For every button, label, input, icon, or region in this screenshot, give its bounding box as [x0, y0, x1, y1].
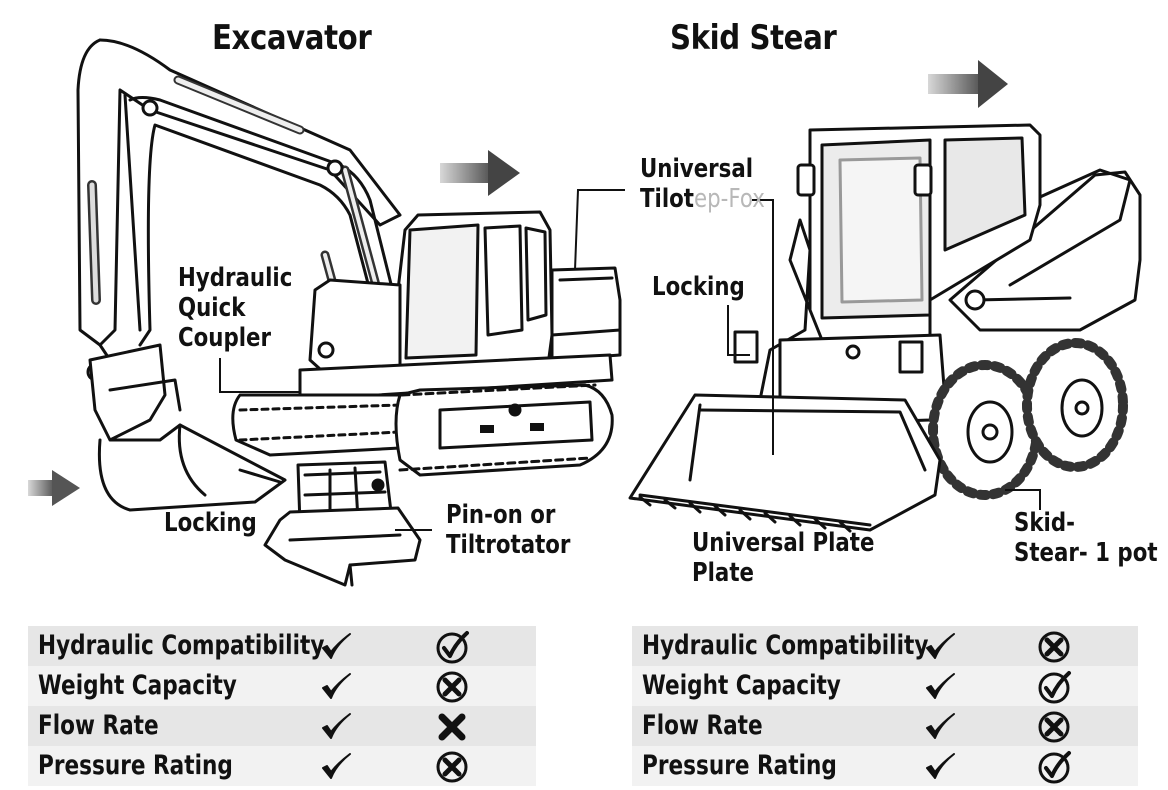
arrow-right-icon [928, 60, 1008, 108]
circle-x-icon [1036, 629, 1072, 665]
row-label: Weight Capacity [38, 670, 237, 701]
row-label: Flow Rate [38, 710, 159, 741]
arrow-right-icon [440, 150, 520, 196]
excavator-title: Excavator [212, 18, 372, 58]
label-locking-excavator: Locking [164, 508, 257, 538]
row-label: Pressure Rating [642, 750, 837, 781]
check-icon [318, 669, 354, 705]
row-label: Pressure Rating [38, 750, 233, 781]
skid-steer-drawing [628, 123, 1142, 533]
table-row: Weight Capacity [632, 666, 1138, 706]
label-skid-stear-pot: Skid- Stear- 1 pot [1014, 508, 1158, 568]
table-row: Hydraulic Compatibility [632, 626, 1138, 666]
excavator-leader-lines [219, 189, 625, 531]
machinery-illustration [28, 38, 1142, 587]
arrow-right-icon [28, 470, 80, 506]
circle-check-icon [434, 629, 470, 665]
row-label: Hydraulic Compatibility [38, 630, 325, 661]
label-pin-on-tiltrotator: Pin-on or Tiltrotator [446, 500, 571, 560]
circle-x-icon [434, 669, 470, 705]
label-universal-tilot: Universal Tilotep-Fox [640, 154, 765, 214]
check-icon [318, 749, 354, 785]
circle-x-icon [434, 749, 470, 785]
table-row: Flow Rate [28, 706, 536, 746]
check-icon [318, 709, 354, 745]
check-icon [318, 629, 354, 665]
row-label: Flow Rate [642, 710, 763, 741]
check-icon [922, 749, 958, 785]
check-icon [922, 629, 958, 665]
table-row: Pressure Rating [28, 746, 536, 786]
circle-x-icon [1036, 709, 1072, 745]
skid-steer-leader-lines [727, 199, 1041, 510]
x-icon [434, 709, 470, 745]
table-row: Flow Rate [632, 706, 1138, 746]
row-label: Weight Capacity [642, 670, 841, 701]
table-row: Weight Capacity [28, 666, 536, 706]
skid-steer-title: Skid Stear [670, 18, 837, 58]
label-hydraulic-quick-coupler: Hydraulic Quick Coupler [178, 263, 293, 353]
table-row: Hydraulic Compatibility [28, 626, 536, 666]
circle-check-icon [1036, 669, 1072, 705]
label-universal-plate: Universal Plate Plate [692, 528, 875, 588]
circle-check-icon [1036, 749, 1072, 785]
label-locking-skid-steer: Locking [652, 272, 745, 302]
table-row: Pressure Rating [632, 746, 1138, 786]
row-label: Hydraulic Compatibility [642, 630, 929, 661]
excavator-drawing [76, 38, 622, 587]
check-icon [922, 709, 958, 745]
check-icon [922, 669, 958, 705]
